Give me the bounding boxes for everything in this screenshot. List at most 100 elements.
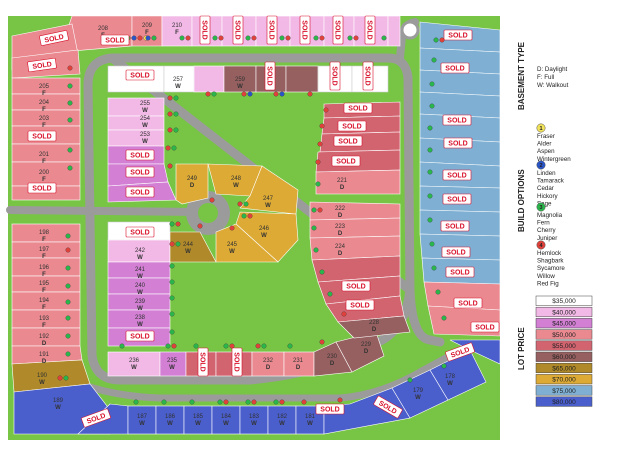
lot-basement-label: W <box>39 380 45 386</box>
build-option-dot <box>287 343 293 349</box>
sold-badge-box <box>27 57 57 73</box>
sold-badge-text: SOLD <box>447 118 466 125</box>
sold-badge-box <box>343 102 373 114</box>
lot-number-label: 198 <box>39 230 50 236</box>
lot-253[interactable] <box>107 129 165 147</box>
build-option-dot <box>435 289 441 295</box>
sold-badge: SOLD <box>315 403 345 415</box>
sold-badge: SOLD <box>332 15 344 45</box>
lot-184[interactable] <box>211 405 241 435</box>
lot-231[interactable] <box>283 351 315 377</box>
lot-235[interactable] <box>159 351 187 377</box>
sold-badge: SOLD <box>331 155 361 167</box>
sold-badge: SOLD <box>364 15 376 45</box>
lot-number-label: 189 <box>53 398 64 404</box>
sold-badge-text: SOLD <box>350 303 369 310</box>
build-option-dot <box>65 233 71 239</box>
build-option-dot <box>441 315 447 321</box>
sold-badge-text: SOLD <box>130 334 149 341</box>
lot-249[interactable] <box>175 163 209 205</box>
build-option-dots <box>57 35 447 405</box>
sold-badge-box <box>315 403 345 415</box>
lot-216b[interactable] <box>387 15 401 47</box>
build-option-dot <box>439 37 445 43</box>
sold-badge: SOLD <box>100 34 130 46</box>
build-option-4-swatch <box>536 240 546 250</box>
lot-number-label: 235 <box>167 358 178 364</box>
price-tier-label: $35,000 <box>552 298 576 305</box>
sold-badge-text: SOLD <box>450 270 469 277</box>
lot-185[interactable] <box>183 405 213 435</box>
build-option-name: Alder <box>537 141 551 148</box>
lot-246[interactable] <box>235 211 299 263</box>
lot-245[interactable] <box>215 223 279 263</box>
build-options-legend: 1FraserAlderAspenWintergreen2LindenTamar… <box>536 123 571 287</box>
build-option-3-swatch <box>536 202 546 212</box>
lot-number-label: 196 <box>39 265 50 271</box>
lot-number-label: 259 <box>235 77 246 83</box>
lot-basement-label: D <box>266 365 271 371</box>
lot-number-label: 195 <box>39 281 50 287</box>
build-option-name: Juniper <box>537 235 557 242</box>
lot-236[interactable] <box>107 351 161 377</box>
build-option-name: Wintergreen <box>537 156 571 163</box>
lot-basement-label: F <box>42 237 46 243</box>
build-option-dot <box>209 197 215 203</box>
build-option-dot <box>243 201 249 207</box>
sold-badge-text: SOLD <box>32 61 52 71</box>
lot-221[interactable] <box>315 169 401 195</box>
build-option-name: Tamarack <box>537 178 565 185</box>
sold-badge: SOLD <box>333 135 363 147</box>
build-option-dot <box>315 181 321 187</box>
sold-badge-text: SOLD <box>447 173 466 180</box>
build-option-dot <box>175 241 181 247</box>
lot-256b[interactable] <box>193 65 225 93</box>
build-option-dot <box>315 159 321 165</box>
sold-badge-text: SOLD <box>130 230 149 237</box>
lot-basement-label: W <box>233 183 239 189</box>
lot-182[interactable] <box>267 405 297 435</box>
build-option-dot <box>65 265 71 271</box>
build-option-dot <box>429 103 435 109</box>
lot-number-label: 194 <box>39 298 50 304</box>
build-option-1-swatch <box>536 123 546 133</box>
lot-232[interactable] <box>251 351 285 377</box>
price-tier-label: $80,000 <box>552 399 576 406</box>
build-option-dot <box>319 339 325 345</box>
sold-badge-box <box>440 62 470 74</box>
sold-badge-text: SOLD <box>232 352 239 371</box>
build-option-dot <box>347 35 353 41</box>
lot-261[interactable] <box>285 65 319 93</box>
build-option-dot <box>301 399 307 405</box>
lot-255[interactable] <box>107 97 165 117</box>
lot-228[interactable] <box>337 315 411 339</box>
lot-223[interactable] <box>309 217 401 239</box>
sold-badge-text: SOLD <box>365 20 372 39</box>
build-option-name: Sycamore <box>537 265 565 272</box>
lot-basement-label: W <box>279 421 285 427</box>
build-option-dot <box>169 263 175 269</box>
lot-247[interactable] <box>239 165 299 215</box>
lot-183[interactable] <box>239 405 269 435</box>
lot-254[interactable] <box>107 115 165 131</box>
sold-badges: SOLD SOLD SOLD SOLD SOLD SOLD SOLD SOLD SOLD SOLD… <box>27 15 500 428</box>
build-option-dot <box>133 399 139 405</box>
lot-186[interactable] <box>155 405 185 435</box>
lot-number-label: 244 <box>183 242 194 248</box>
build-option-dot <box>311 225 317 231</box>
sold-badge-box <box>232 15 244 45</box>
lot-187[interactable] <box>127 405 157 435</box>
lot-basement-label: D <box>340 185 345 191</box>
build-option-dot <box>427 193 433 199</box>
sold-badge: SOLD <box>39 30 69 46</box>
build-option-dot <box>327 291 333 297</box>
lot-222[interactable] <box>309 201 401 221</box>
sold-badge: SOLD <box>125 186 155 198</box>
lot-basement-label: W <box>139 421 145 427</box>
build-option-name: Fern <box>537 220 550 227</box>
sold-badge-box <box>362 61 374 91</box>
lot-basement-label: F <box>42 254 46 260</box>
build-option-dot <box>173 127 179 133</box>
lot-244[interactable] <box>169 231 217 263</box>
sold-badge-text: SOLD <box>130 73 149 80</box>
